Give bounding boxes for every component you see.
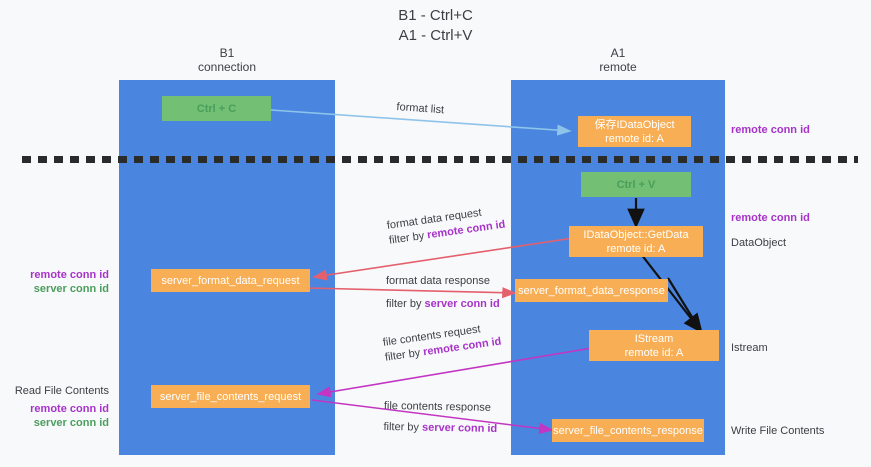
annotation-remote-conn-id-mid: remote conn id	[731, 212, 810, 224]
node-server-file-contents-response[interactable]: server_file_contents_response	[552, 419, 704, 442]
column-left-name: B1	[219, 46, 235, 60]
node-ctrl-c-label: Ctrl + C	[196, 102, 237, 115]
label-format-data-response: format data response filter by server co…	[386, 275, 500, 310]
node-server-format-data-response[interactable]: server_format_data_response	[515, 279, 668, 302]
annotation-istream: Istream	[731, 342, 768, 354]
annotation-write-file-contents: Write File Contents	[731, 425, 825, 437]
column-left-role: connection	[197, 60, 257, 74]
column-header-left: B1 connection	[119, 46, 335, 74]
label-file-contents-response-filter: filter by server conn id	[383, 420, 498, 435]
node-save-idataobject-line1: 保存IDataObject	[594, 118, 675, 131]
node-istream-line1: IStream	[634, 332, 674, 345]
node-istream-line2: remote id: A	[624, 346, 684, 359]
label-file-contents-request: file contents request filter by remote c…	[382, 323, 503, 364]
label-format-data-request: format data request filter by remote con…	[386, 206, 507, 247]
node-server-format-data-response-label: server_format_data_response	[518, 284, 665, 297]
node-server-format-data-request-label: server_format_data_request	[161, 274, 300, 287]
annotation-left-remote-conn-id-mid: remote conn id	[30, 269, 109, 281]
label-format-list: format list	[396, 100, 445, 117]
annotation-remote-conn-id-top: remote conn id	[731, 124, 810, 136]
node-getdata-line2: remote id: A	[606, 242, 666, 255]
node-ctrl-c[interactable]: Ctrl + C	[162, 96, 271, 121]
node-ctrl-v[interactable]: Ctrl + V	[581, 172, 691, 197]
node-server-file-contents-request[interactable]: server_file_contents_request	[151, 385, 310, 408]
annotation-left-remote-conn-id-bottom: remote conn id	[30, 403, 109, 415]
column-right-role: remote	[599, 60, 637, 74]
annotation-dataobject: DataObject	[731, 237, 787, 249]
title-line-1: B1 - Ctrl+C	[398, 7, 473, 24]
node-ctrl-v-label: Ctrl + V	[616, 178, 656, 191]
column-right-name: A1	[610, 46, 626, 60]
node-istream[interactable]: IStream remote id: A	[589, 330, 719, 361]
node-idataobject-getdata[interactable]: IDataObject::GetData remote id: A	[569, 226, 703, 257]
node-getdata-line1: IDataObject::GetData	[583, 228, 689, 241]
title-line-2: A1 - Ctrl+V	[398, 27, 473, 44]
node-server-file-contents-request-label: server_file_contents_request	[159, 390, 302, 403]
label-format-data-response-filter: filter by server conn id	[386, 298, 500, 310]
column-header-right: A1 remote	[511, 46, 725, 74]
annotation-read-file-contents: Read File Contents	[14, 385, 109, 397]
annotation-left-server-conn-id-mid: server conn id	[33, 283, 109, 295]
phase-divider-dashed-line	[22, 156, 858, 163]
annotation-left-server-conn-id-bottom: server conn id	[33, 417, 109, 429]
node-save-idataobject[interactable]: 保存IDataObject remote id: A	[578, 116, 691, 147]
label-file-contents-response: file contents response filter by server …	[383, 399, 498, 435]
node-server-file-contents-response-label: server_file_contents_response	[553, 424, 703, 437]
node-save-idataobject-line2: remote id: A	[605, 132, 664, 145]
diagram-title: B1 - Ctrl+C A1 - Ctrl+V	[0, 6, 871, 46]
node-server-format-data-request[interactable]: server_format_data_request	[151, 269, 310, 292]
